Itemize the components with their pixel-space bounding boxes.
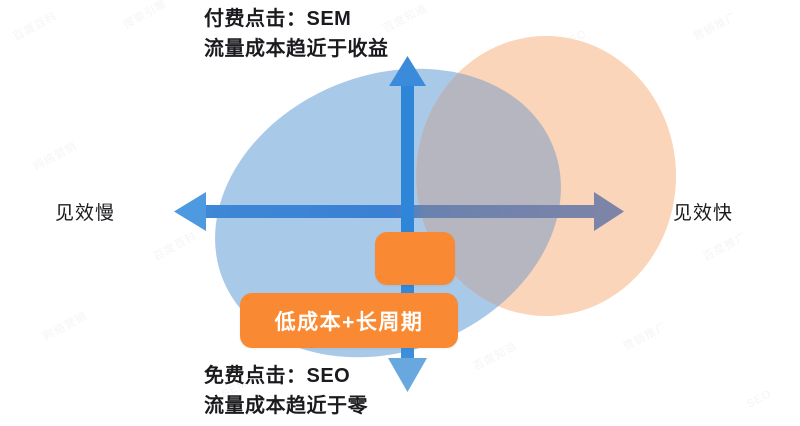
bottom-axis-label: 免费点击：SEO 流量成本趋近于零 [204, 361, 368, 421]
orange-box-small[interactable] [375, 232, 455, 285]
right-axis-label: 见效快 [673, 203, 734, 224]
left-axis-label: 见效慢 [55, 203, 116, 224]
arrow-head-left-icon [174, 192, 206, 231]
orange-box-wide-label: 低成本+长周期 [274, 310, 424, 334]
orange-box-wide[interactable]: 低成本+长周期 [240, 293, 458, 348]
overlap-region [416, 36, 605, 316]
top-axis-label: 付费点击：SEM 流量成本趋近于收益 [204, 4, 389, 64]
arrow-head-right-icon [594, 192, 624, 231]
bottom-axis-label-line1: 免费点击：SEO [204, 365, 351, 387]
top-axis-label-line2: 流量成本趋近于收益 [204, 38, 389, 60]
arrow-head-down-icon [388, 358, 427, 392]
bottom-axis-label-line2: 流量成本趋近于零 [204, 395, 368, 417]
arrow-head-up-icon [389, 56, 426, 86]
top-axis-label-line1: 付费点击：SEM [204, 8, 352, 30]
